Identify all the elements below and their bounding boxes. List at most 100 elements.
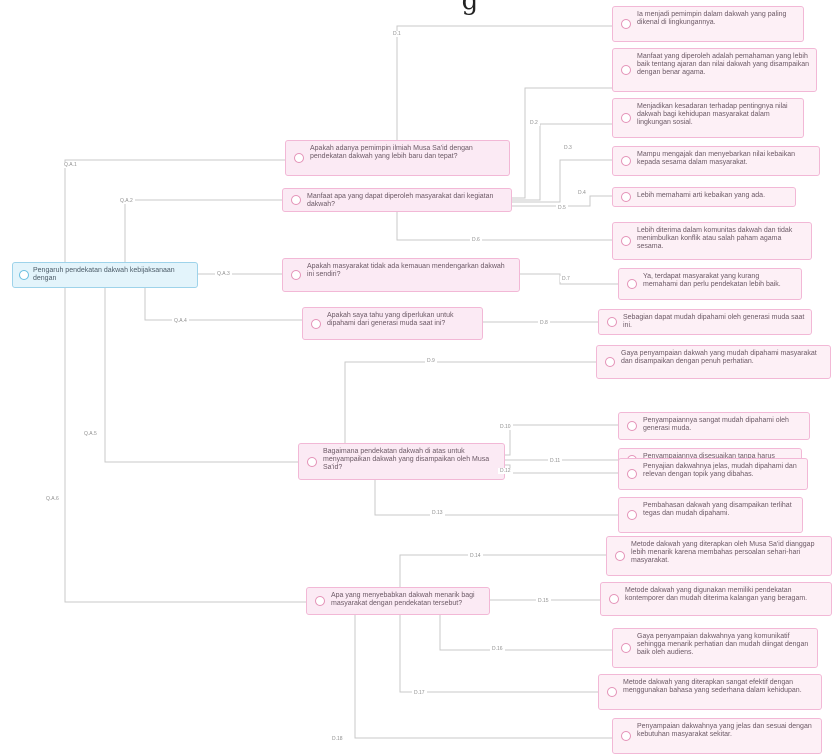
question-node-text: Bagaimana pendekatan dakwah di atas untu… xyxy=(323,448,490,471)
node-bullet-icon xyxy=(311,318,321,329)
root-node[interactable]: Pengaruh pendekatan dakwah kebijaksanaan… xyxy=(12,262,198,288)
answer-node[interactable]: Penyampaian dakwahnya yang jelas dan ses… xyxy=(612,718,822,754)
answer-node[interactable]: Lebih diterima dalam komunitas dakwah da… xyxy=(612,222,812,260)
answer-node[interactable]: Gaya penyampaian dakwahnya yang komunika… xyxy=(612,628,818,668)
answer-node-text: Sebagian dapat mudah dipahami oleh gener… xyxy=(623,314,805,329)
answer-node[interactable]: Lebih memahami arti kebaikan yang ada. xyxy=(612,187,796,207)
answer-node-text: Metode dakwah yang digunakan memiliki pe… xyxy=(625,587,808,602)
connector-q1-a4 xyxy=(512,195,612,207)
answer-node[interactable]: Pembahasan dakwah yang disampaikan terli… xyxy=(618,497,803,533)
node-bullet-icon xyxy=(627,421,637,431)
edge-label: D.13 xyxy=(430,510,445,516)
edge-label: D.5 xyxy=(556,205,568,211)
node-bullet-icon xyxy=(621,113,631,123)
connector-q1-a1 xyxy=(512,87,612,199)
connector-root-q1 xyxy=(124,199,282,262)
answer-node-text: Pembahasan dakwah yang disampaikan terli… xyxy=(643,502,792,517)
answer-node[interactable]: Penyampaiannya sangat mudah dipahami ole… xyxy=(618,412,810,440)
answer-node[interactable]: Mampu mengajak dan menyebarkan nilai keb… xyxy=(612,146,820,176)
node-bullet-icon xyxy=(621,156,631,166)
edge-label: Q.A.1 xyxy=(62,162,79,168)
edge-label: D.4 xyxy=(576,190,588,196)
root-node-text: Pengaruh pendekatan dakwah kebijaksanaan… xyxy=(33,267,175,282)
answer-node-text: Penyajian dakwahnya jelas, mudah dipaham… xyxy=(643,463,797,478)
answer-node[interactable]: Penyajian dakwahnya jelas, mudah dipaham… xyxy=(618,458,808,490)
node-bullet-icon xyxy=(605,357,615,367)
edge-label: D.6 xyxy=(470,237,482,243)
question-node-text: Manfaat apa yang dapat diperoleh masyara… xyxy=(307,193,494,208)
answer-node[interactable]: Gaya penyampaian dakwah yang mudah dipah… xyxy=(596,345,831,379)
answer-node[interactable]: Metode dakwah yang digunakan memiliki pe… xyxy=(600,582,832,616)
answer-node[interactable]: Menjadikan kesadaran terhadap pentingnya… xyxy=(612,98,804,138)
node-bullet-icon xyxy=(627,469,637,479)
question-node[interactable]: Apakah saya tahu yang diperlukan untuk d… xyxy=(302,307,483,340)
answer-node-text: Menjadikan kesadaran terhadap pentingnya… xyxy=(637,103,788,126)
edge-label: D.11 xyxy=(548,458,563,464)
node-bullet-icon xyxy=(291,270,301,280)
answer-node-text: Metode dakwah yang diterapkan sangat efe… xyxy=(623,679,802,694)
node-bullet-icon xyxy=(607,687,617,697)
edge-label: Q.A.2 xyxy=(118,198,135,204)
question-node[interactable]: Bagaimana pendekatan dakwah di atas untu… xyxy=(298,443,505,480)
edge-label: D.18 xyxy=(330,736,345,742)
connector-root-q3 xyxy=(144,288,302,321)
answer-node[interactable]: Ia menjadi pemimpin dalam dakwah yang pa… xyxy=(612,6,804,42)
edge-label: D.2 xyxy=(528,120,540,126)
connector-root-q5 xyxy=(64,288,306,603)
node-bullet-icon xyxy=(291,195,301,205)
question-node[interactable]: Apakah adanya pemimpin ilmiah Musa Sa'id… xyxy=(285,140,510,176)
connector-q1-a3 xyxy=(512,159,612,203)
answer-node-text: Mampu mengajak dan menyebarkan nilai keb… xyxy=(637,151,795,166)
edge-label: D.3 xyxy=(562,145,574,151)
question-node-text: Apa yang menyebabkan dakwah menarik bagi… xyxy=(331,592,475,607)
edge-label: D.7 xyxy=(560,276,572,282)
page-title-fragment: g xyxy=(461,0,479,16)
question-node[interactable]: Apakah masyarakat tidak ada kemauan mend… xyxy=(282,258,520,292)
answer-node-text: Ia menjadi pemimpin dalam dakwah yang pa… xyxy=(637,11,787,26)
edge-label: Q.A.3 xyxy=(215,271,232,277)
edge-label: D.17 xyxy=(412,690,427,696)
answer-node-text: Gaya penyampaian dakwah yang mudah dipah… xyxy=(621,350,817,365)
question-node[interactable]: Apa yang menyebabkan dakwah menarik bagi… xyxy=(306,587,490,615)
node-bullet-icon xyxy=(627,279,637,289)
node-bullet-icon xyxy=(621,236,631,246)
question-node-text: Apakah adanya pemimpin ilmiah Musa Sa'id… xyxy=(310,145,473,160)
node-bullet-icon xyxy=(607,317,617,327)
answer-node-text: Penyampaiannya sangat mudah dipahami ole… xyxy=(643,417,789,432)
connector-q4-a8 xyxy=(344,361,596,445)
answer-node-text: Lebih diterima dalam komunitas dakwah da… xyxy=(637,227,793,250)
edge-label: D.12 xyxy=(498,468,513,474)
connector-q4-a12 xyxy=(374,480,618,516)
node-bullet-icon xyxy=(621,643,631,653)
edge-label: Q.A.4 xyxy=(172,318,189,324)
edge-label: Q.A.5 xyxy=(82,431,99,437)
edge-label: D.8 xyxy=(538,320,550,326)
node-bullet-icon xyxy=(615,551,625,561)
answer-node-text: Ya, terdapat masyarakat yang kurang mema… xyxy=(643,273,781,288)
answer-node-text: Manfaat yang diperoleh adalah pemahaman … xyxy=(637,53,810,76)
edge-label: D.16 xyxy=(490,646,505,652)
answer-node[interactable]: Ya, terdapat masyarakat yang kurang mema… xyxy=(618,268,802,300)
answer-node-text: Metode dakwah yang diterapkan oleh Musa … xyxy=(631,541,815,564)
connector-root-q0 xyxy=(64,159,285,262)
node-bullet-icon xyxy=(627,510,637,520)
answer-node[interactable]: Metode dakwah yang diterapkan oleh Musa … xyxy=(606,536,832,576)
connector-root-q4 xyxy=(104,288,298,463)
connector-q0-a0 xyxy=(396,25,612,140)
question-node-text: Apakah masyarakat tidak ada kemauan mend… xyxy=(307,263,505,278)
node-bullet-icon xyxy=(621,65,631,75)
answer-node-text: Penyampaian dakwahnya yang jelas dan ses… xyxy=(637,723,812,738)
question-node[interactable]: Manfaat apa yang dapat diperoleh masyara… xyxy=(282,188,512,212)
connector-q5-a17 xyxy=(354,615,612,739)
node-bullet-icon xyxy=(621,192,631,202)
answer-node[interactable]: Metode dakwah yang diterapkan sangat efe… xyxy=(598,674,822,710)
answer-node[interactable]: Manfaat yang diperoleh adalah pemahaman … xyxy=(612,48,817,92)
node-bullet-icon xyxy=(621,19,631,29)
answer-node[interactable]: Sebagian dapat mudah dipahami oleh gener… xyxy=(598,309,812,335)
node-bullet-icon xyxy=(294,153,304,163)
connector-q1-a2 xyxy=(512,123,612,201)
edge-label: D.1 xyxy=(391,31,403,37)
question-node-text: Apakah saya tahu yang diperlukan untuk d… xyxy=(327,312,454,327)
node-bullet-icon xyxy=(315,596,325,606)
